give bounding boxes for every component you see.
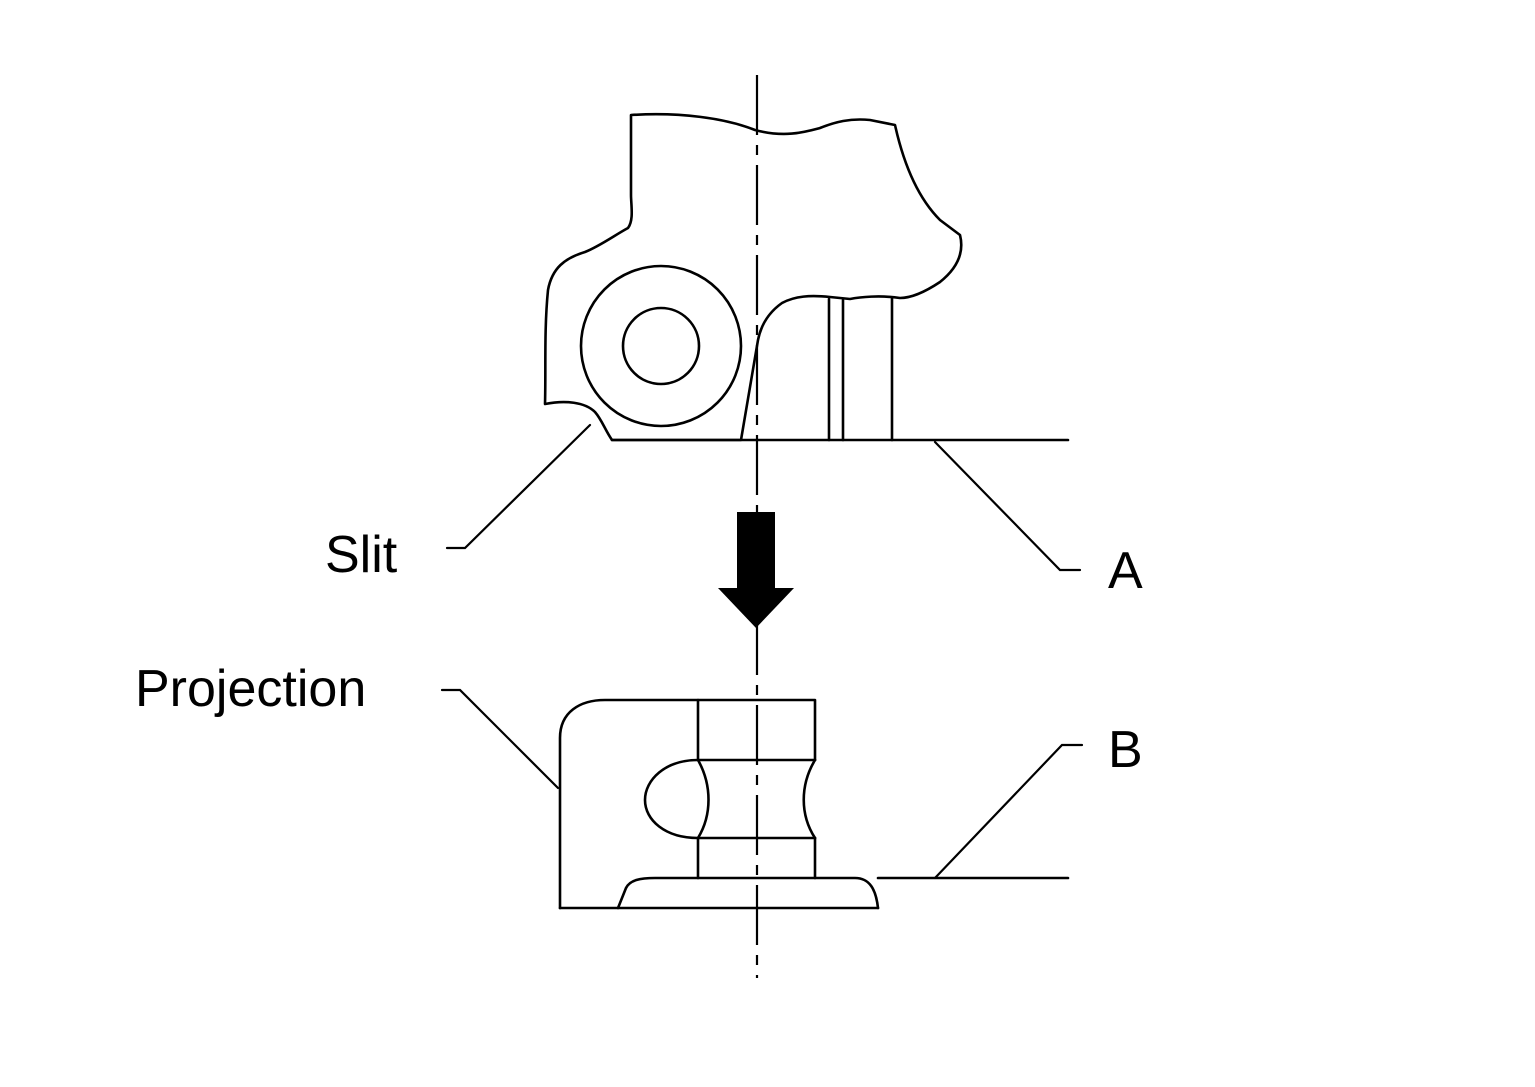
block-waist-right [802, 758, 817, 840]
down-arrow-icon [718, 512, 794, 628]
lower-component [558, 698, 1070, 910]
flange-base [616, 876, 880, 910]
a-label: A [1108, 542, 1143, 600]
ring-inner [621, 306, 701, 386]
a-leader-line [933, 440, 1082, 572]
projection-housing [558, 698, 817, 910]
projection-bump [643, 758, 700, 840]
projection-label: Projection [135, 660, 366, 718]
projection-leader-line [440, 688, 560, 790]
b-label: B [1108, 721, 1143, 779]
upper-component [543, 112, 1070, 442]
b-leader-line [933, 743, 1084, 880]
upper-component-outline [543, 112, 963, 442]
slit-label: Slit [325, 526, 398, 584]
ring-outer [579, 264, 743, 428]
slit-leader-line [445, 423, 592, 550]
block-waist-left [696, 758, 710, 840]
